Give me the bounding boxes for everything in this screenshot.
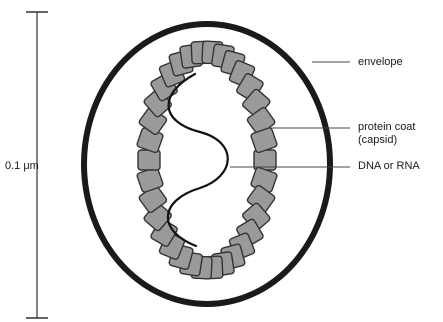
capsid-label-line1: protein coat — [358, 121, 415, 134]
nucleic-acid-strand — [168, 74, 228, 246]
capsid-ring — [136, 41, 277, 279]
envelope-label: envelope — [358, 56, 403, 69]
nucleic-acid-label: DNA or RNA — [358, 160, 420, 173]
scale-label: 0.1 μm — [5, 160, 39, 173]
capsid-label-line2: (capsid) — [358, 134, 397, 147]
